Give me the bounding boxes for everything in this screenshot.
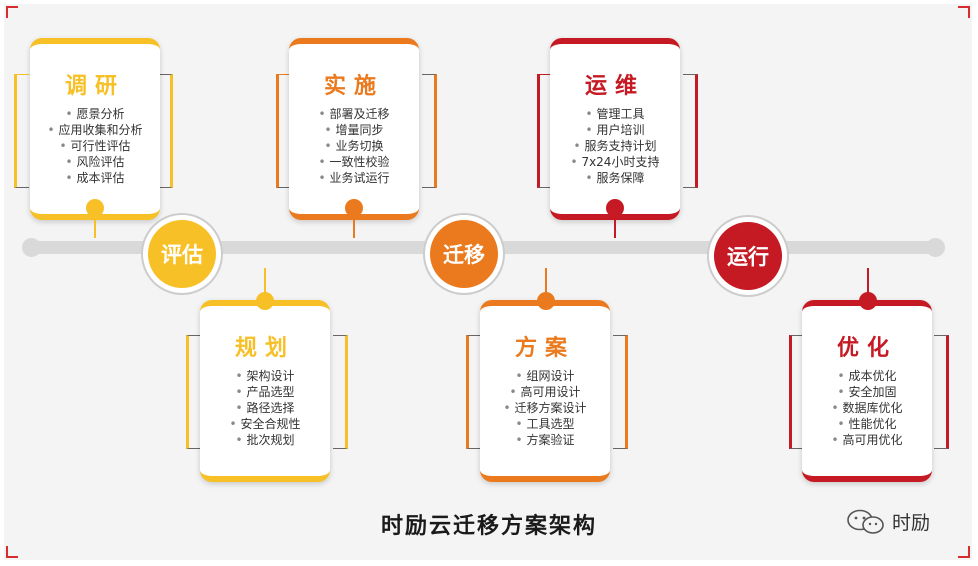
corner-mark — [6, 6, 18, 18]
card-research: 调研 愿景分析 应用收集和分析 可行性评估 风险评估 成本评估 — [30, 38, 160, 220]
connector-line — [353, 208, 355, 238]
connector-line — [545, 268, 547, 296]
list-item: 安全合规性 — [200, 416, 330, 432]
card-bracket — [683, 74, 698, 188]
list-item: 方案验证 — [480, 432, 610, 448]
connector-dot — [537, 292, 555, 310]
connector-line — [867, 268, 869, 296]
card-bracket — [422, 74, 437, 188]
connector-dot — [86, 199, 104, 217]
card-list: 管理工具 用户培训 服务支持计划 7x24小时支持 服务保障 — [550, 106, 680, 186]
card-operations: 运维 管理工具 用户培训 服务支持计划 7x24小时支持 服务保障 — [550, 38, 680, 220]
list-item: 成本优化 — [802, 368, 932, 384]
list-item: 风险评估 — [30, 154, 160, 170]
card-title: 调研 — [64, 74, 125, 99]
card-title: 运维 — [584, 74, 645, 99]
card-title: 实施 — [323, 74, 384, 99]
connector-dot — [606, 199, 624, 217]
card-planning: 规划 架构设计 产品选型 路径选择 安全合规性 批次规划 — [200, 300, 330, 482]
card-list: 成本优化 安全加固 数据库优化 性能优化 高可用优化 — [802, 368, 932, 448]
list-item: 业务试运行 — [289, 170, 419, 186]
brand-name: 时励 — [892, 512, 931, 534]
card-bracket — [789, 335, 804, 449]
phase-badge-assess: 评估 — [148, 220, 216, 288]
card-implementation: 实施 部署及迁移 增量同步 业务切换 一致性校验 业务试运行 — [289, 38, 419, 220]
card-bracket — [466, 335, 481, 449]
corner-mark — [958, 546, 970, 558]
list-item: 可行性评估 — [30, 138, 160, 154]
list-item: 一致性校验 — [289, 154, 419, 170]
list-item: 安全加固 — [802, 384, 932, 400]
brand-watermark: 时励 — [846, 508, 930, 535]
card-solution: 方案 组网设计 高可用设计 迁移方案设计 工具选型 方案验证 — [480, 300, 610, 482]
card-bracket — [333, 335, 348, 449]
card-bracket — [276, 74, 291, 188]
list-item: 工具选型 — [480, 416, 610, 432]
connector-dot — [256, 292, 274, 310]
card-list: 组网设计 高可用设计 迁移方案设计 工具选型 方案验证 — [480, 368, 610, 448]
list-item: 业务切换 — [289, 138, 419, 154]
connector-line — [264, 268, 266, 296]
card-bracket — [186, 335, 201, 449]
corner-mark — [6, 546, 18, 558]
list-item: 迁移方案设计 — [480, 400, 610, 416]
timeline-start-dot — [22, 238, 41, 257]
list-item: 成本评估 — [30, 170, 160, 186]
phase-badge-run: 运行 — [714, 222, 782, 290]
card-list: 部署及迁移 增量同步 业务切换 一致性校验 业务试运行 — [289, 106, 419, 186]
card-list: 愿景分析 应用收集和分析 可行性评估 风险评估 成本评估 — [30, 106, 160, 186]
diagram-title: 时励云迁移方案架构 — [380, 514, 597, 539]
card-optimization: 优化 成本优化 安全加固 数据库优化 性能优化 高可用优化 — [802, 300, 932, 482]
list-item: 批次规划 — [200, 432, 330, 448]
list-item: 数据库优化 — [802, 400, 932, 416]
list-item: 产品选型 — [200, 384, 330, 400]
list-item: 性能优化 — [802, 416, 932, 432]
card-bracket — [158, 74, 173, 188]
list-item: 高可用优化 — [802, 432, 932, 448]
connector-line — [614, 208, 616, 238]
list-item: 组网设计 — [480, 368, 610, 384]
list-item: 架构设计 — [200, 368, 330, 384]
list-item: 应用收集和分析 — [30, 122, 160, 138]
wechat-icon — [847, 509, 884, 534]
list-item: 用户培训 — [550, 122, 680, 138]
timeline-end-dot — [926, 238, 945, 257]
list-item: 服务保障 — [550, 170, 680, 186]
card-list: 架构设计 产品选型 路径选择 安全合规性 批次规划 — [200, 368, 330, 448]
list-item: 路径选择 — [200, 400, 330, 416]
connector-dot — [859, 292, 877, 310]
card-title: 规划 — [234, 336, 295, 361]
card-bracket — [934, 335, 949, 449]
list-item: 服务支持计划 — [550, 138, 680, 154]
list-item: 增量同步 — [289, 122, 419, 138]
card-title: 优化 — [836, 336, 897, 361]
list-item: 管理工具 — [550, 106, 680, 122]
card-bracket — [537, 74, 552, 188]
connector-dot — [345, 199, 363, 217]
list-item: 愿景分析 — [30, 106, 160, 122]
card-title: 方案 — [514, 336, 575, 361]
connector-line — [94, 208, 96, 238]
list-item: 部署及迁移 — [289, 106, 419, 122]
card-bracket — [613, 335, 628, 449]
corner-mark — [958, 6, 970, 18]
list-item: 7x24小时支持 — [550, 154, 680, 170]
list-item: 高可用设计 — [480, 384, 610, 400]
card-bracket — [14, 74, 29, 188]
phase-badge-migrate: 迁移 — [430, 220, 498, 288]
